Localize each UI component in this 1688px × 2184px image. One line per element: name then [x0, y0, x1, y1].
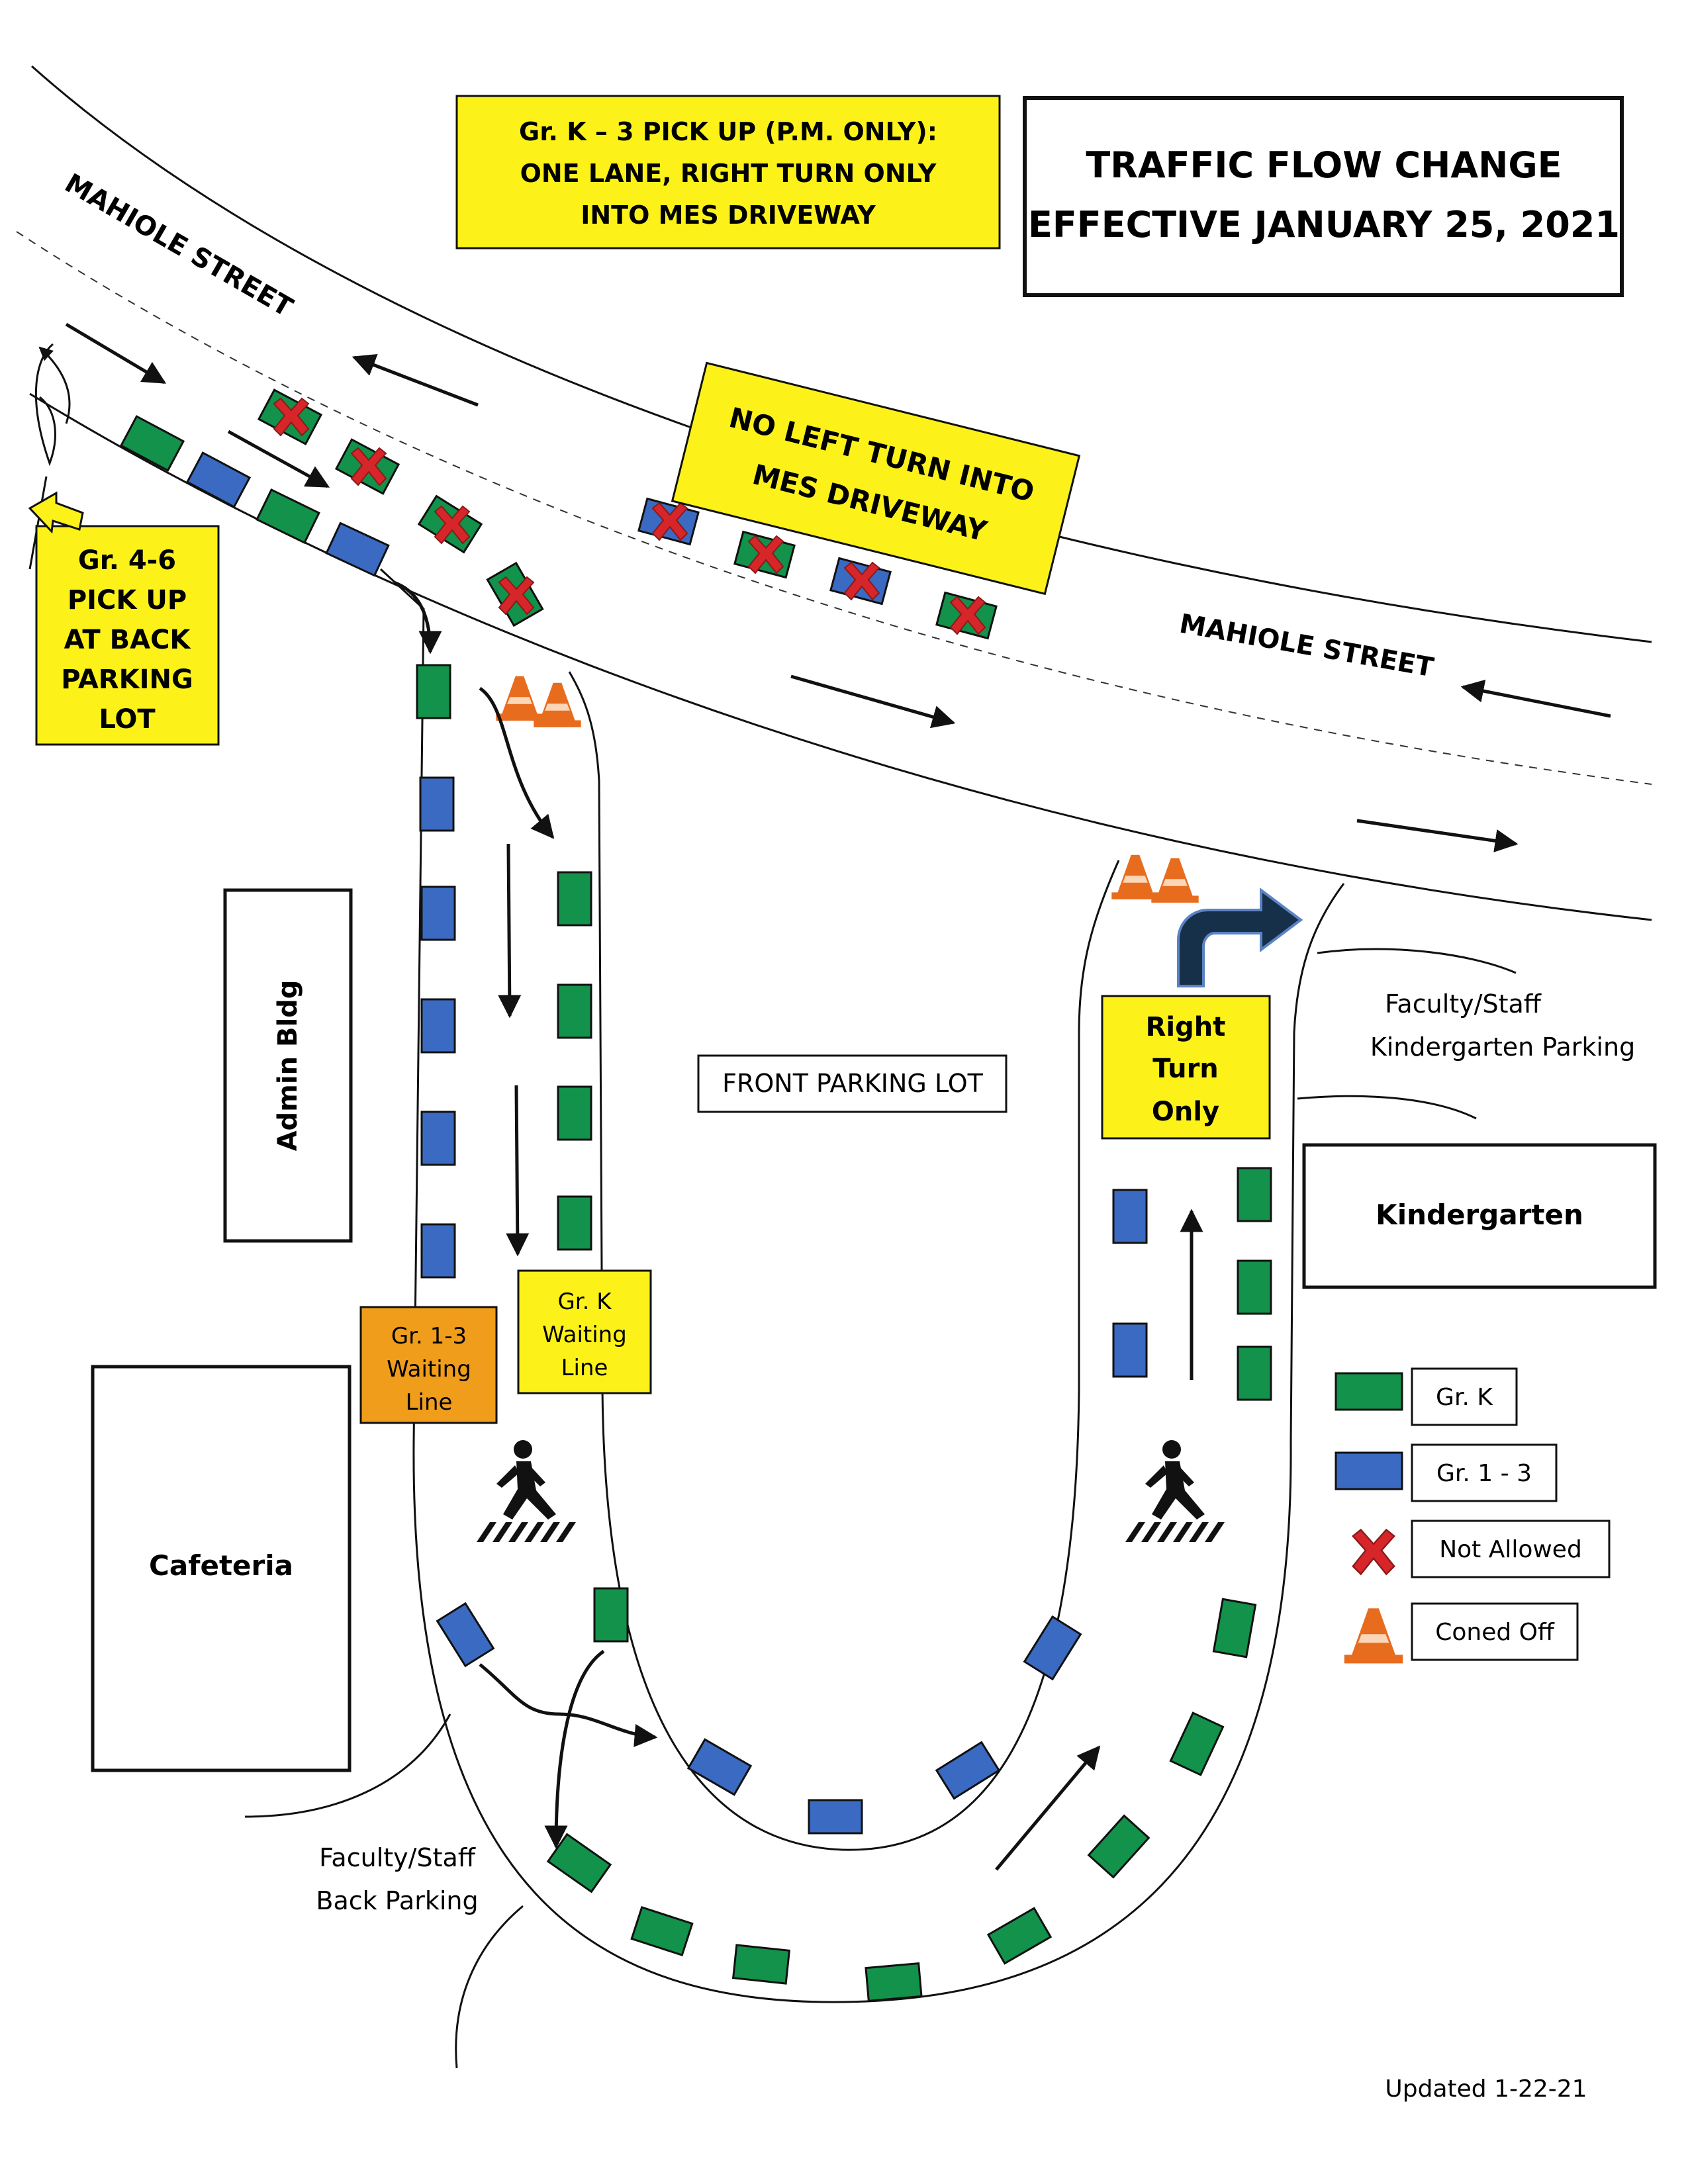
pickup-notice: Gr. K – 3 PICK UP (P.M. ONLY): ONE LANE,…: [455, 95, 1001, 250]
street-label-top: MAHIOLE STREET: [60, 168, 298, 324]
svg-text:Line: Line: [406, 1389, 453, 1416]
svg-text:Gr. K – 3 PICK UP (P.M. ONLY):: Gr. K – 3 PICK UP (P.M. ONLY):: [519, 117, 937, 146]
admin-building: Admin Bldg: [223, 888, 353, 1243]
svg-text:Right: Right: [1146, 1012, 1226, 1042]
legend-coned-off: Coned Off: [1344, 1602, 1579, 1664]
faculty-back-parking-label: Faculty/Staff Back Parking: [316, 1843, 478, 1915]
svg-text:AT BACK: AT BACK: [64, 625, 192, 655]
kindergarten-building: Kindergarten: [1302, 1143, 1657, 1289]
right-turn-only-sign: Right Turn Only: [1101, 995, 1271, 1140]
right-turn-arrow-icon: [1177, 887, 1303, 987]
legend-grk: Gr. K: [1335, 1367, 1518, 1426]
faculty-kinder-parking-label: Faculty/Staff Kindergarten Parking: [1370, 989, 1635, 1062]
svg-text:TRAFFIC FLOW CHANGE: TRAFFIC FLOW CHANGE: [1086, 144, 1562, 186]
no-left-turn-sign: NO LEFT TURN INTO MES DRIVEWAY: [671, 361, 1081, 596]
svg-text:Faculty/Staff: Faculty/Staff: [1385, 989, 1542, 1019]
pedestrian-crossing-icon: [1125, 1440, 1225, 1542]
svg-text:ONE LANE, RIGHT TURN ONLY: ONE LANE, RIGHT TURN ONLY: [520, 159, 937, 188]
svg-text:LOT: LOT: [99, 704, 156, 735]
not-allowed-icon: [1352, 1529, 1395, 1575]
svg-text:Admin Bldg: Admin Bldg: [273, 980, 303, 1152]
driveway-side-paths: [244, 948, 1517, 2069]
svg-text:Not Allowed: Not Allowed: [1439, 1536, 1582, 1563]
svg-text:Gr. 4-6: Gr. 4-6: [78, 545, 176, 576]
svg-text:FRONT PARKING LOT: FRONT PARKING LOT: [722, 1069, 984, 1098]
legend-not-allowed: Not Allowed: [1352, 1520, 1611, 1578]
svg-text:Waiting: Waiting: [387, 1356, 471, 1383]
road-arrows: [65, 322, 1611, 852]
svg-text:Turn: Turn: [1152, 1054, 1219, 1084]
grk-waiting-line-sign: Gr. K Waiting Line: [517, 1269, 652, 1394]
svg-text:Cafeteria: Cafeteria: [149, 1549, 293, 1582]
svg-text:INTO MES DRIVEWAY: INTO MES DRIVEWAY: [581, 201, 876, 230]
svg-text:Back Parking: Back Parking: [316, 1886, 478, 1915]
street-label-right: MAHIOLE STREET: [1177, 609, 1436, 684]
svg-text:Faculty/Staff: Faculty/Staff: [319, 1843, 476, 1872]
mahiole-street-road: [16, 65, 1652, 921]
front-parking-lot-label: FRONT PARKING LOT: [697, 1054, 1008, 1113]
svg-text:Kindergarten Parking: Kindergarten Parking: [1370, 1032, 1635, 1062]
svg-text:EFFECTIVE JANUARY 25, 2021: EFFECTIVE JANUARY 25, 2021: [1028, 204, 1620, 246]
svg-text:Gr. 1 - 3: Gr. 1 - 3: [1436, 1460, 1532, 1487]
updated-date: Updated 1-22-21: [1385, 2075, 1587, 2103]
title-box: TRAFFIC FLOW CHANGE EFFECTIVE JANUARY 25…: [1023, 96, 1624, 297]
svg-text:PICK UP: PICK UP: [68, 585, 187, 615]
svg-text:Gr. K: Gr. K: [557, 1289, 612, 1315]
pedestrian-crossing-icon: [477, 1440, 576, 1542]
svg-text:Coned Off: Coned Off: [1435, 1619, 1555, 1646]
gr46-pickup-sign: Gr. 4-6 PICK UP AT BACK PARKING LOT: [35, 525, 220, 746]
svg-text:Kindergarten: Kindergarten: [1376, 1199, 1583, 1231]
legend-gr13: Gr. 1 - 3: [1335, 1443, 1558, 1502]
svg-text:PARKING: PARKING: [61, 664, 193, 695]
svg-text:Gr. K: Gr. K: [1436, 1384, 1493, 1411]
cone-icon: [1344, 1608, 1403, 1664]
driveway-flow-arrows: [393, 580, 1203, 1871]
gr13-waiting-line-sign: Gr. 1-3 Waiting Line: [359, 1306, 498, 1424]
legend: Gr. K Gr. 1 - 3 Not Allowed Coned Off: [1335, 1367, 1611, 1664]
gr46-arrow-icon: [28, 491, 84, 534]
traffic-cones: [496, 676, 1199, 903]
svg-text:Waiting: Waiting: [542, 1322, 627, 1348]
cafeteria-building: Cafeteria: [91, 1365, 352, 1772]
svg-text:Gr. 1-3: Gr. 1-3: [391, 1323, 467, 1349]
svg-text:Only: Only: [1152, 1097, 1219, 1127]
svg-text:Line: Line: [561, 1355, 608, 1381]
